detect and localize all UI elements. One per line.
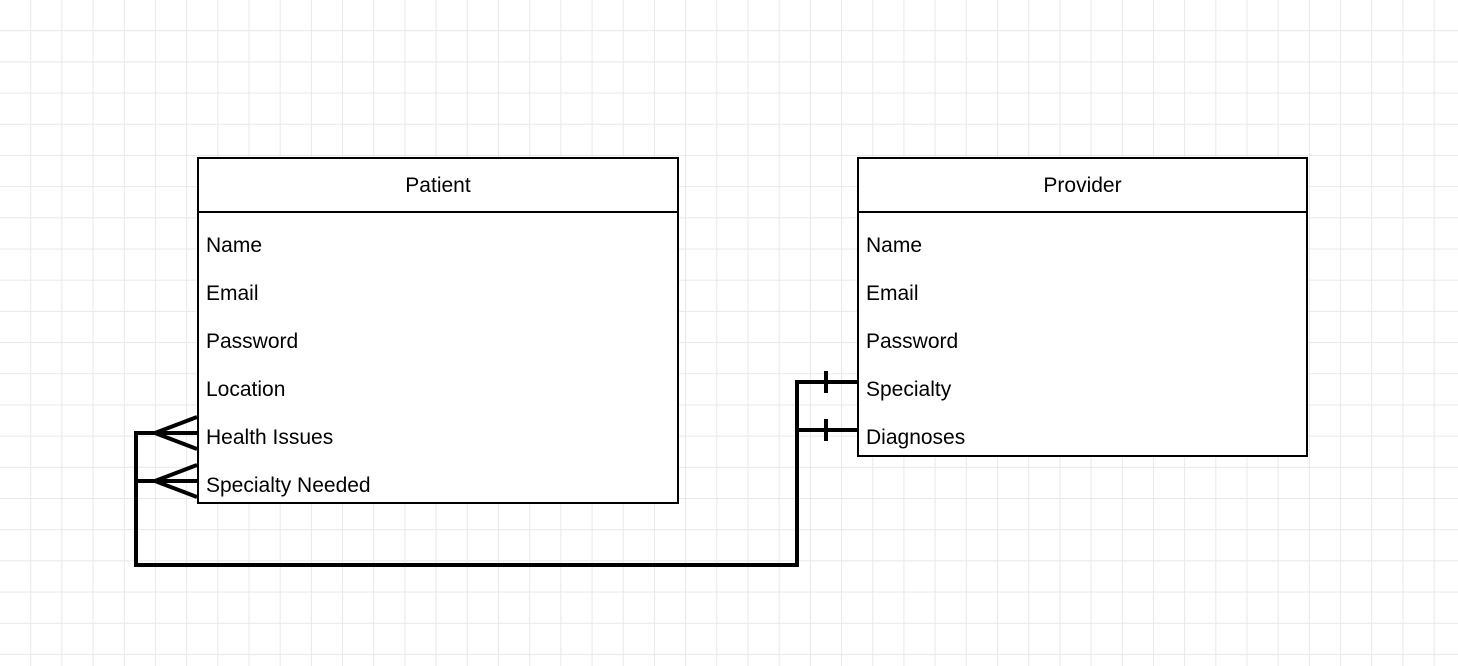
attribute-label: Email [206, 281, 259, 305]
entity-patient-header: Patient [199, 159, 677, 213]
attribute-label: Specialty Needed [206, 473, 371, 497]
attribute-row[interactable]: Name [199, 221, 677, 269]
attribute-row[interactable]: Health Issues [199, 413, 677, 461]
attribute-label: Name [866, 233, 923, 257]
attribute-row[interactable]: Password [859, 317, 1306, 365]
attribute-row[interactable]: Name [859, 221, 1306, 269]
entity-patient-title: Patient [405, 173, 471, 197]
attribute-row[interactable]: Password [199, 317, 677, 365]
attribute-row[interactable]: Location [199, 365, 677, 413]
attribute-row[interactable]: Diagnoses [859, 413, 1306, 461]
attribute-label: Password [206, 329, 299, 353]
attribute-row[interactable]: Email [199, 269, 677, 317]
attribute-row[interactable]: Email [859, 269, 1306, 317]
crowsfoot-many-specialty-needed [154, 463, 198, 499]
attribute-label: Diagnoses [866, 425, 966, 449]
attribute-label: Password [866, 329, 959, 353]
entity-provider-title: Provider [1043, 173, 1122, 197]
entity-patient-attributes: Name Email Password Location Health Issu… [199, 213, 677, 509]
attribute-row[interactable]: Specialty Needed [199, 461, 677, 509]
attribute-label: Email [866, 281, 919, 305]
attribute-label: Location [206, 377, 286, 401]
entity-provider-attributes: Name Email Password Specialty Diagnoses [859, 213, 1306, 461]
attribute-row[interactable]: Specialty [859, 365, 1306, 413]
entity-provider-header: Provider [859, 159, 1306, 213]
attribute-label: Specialty [866, 377, 952, 401]
attribute-label: Name [206, 233, 263, 257]
entity-provider[interactable]: Provider Name Email Password Specialty D… [857, 157, 1308, 457]
attribute-label: Health Issues [206, 425, 334, 449]
entity-patient[interactable]: Patient Name Email Password Location Hea… [197, 157, 679, 504]
crowsfoot-many-health-issues [154, 415, 198, 451]
